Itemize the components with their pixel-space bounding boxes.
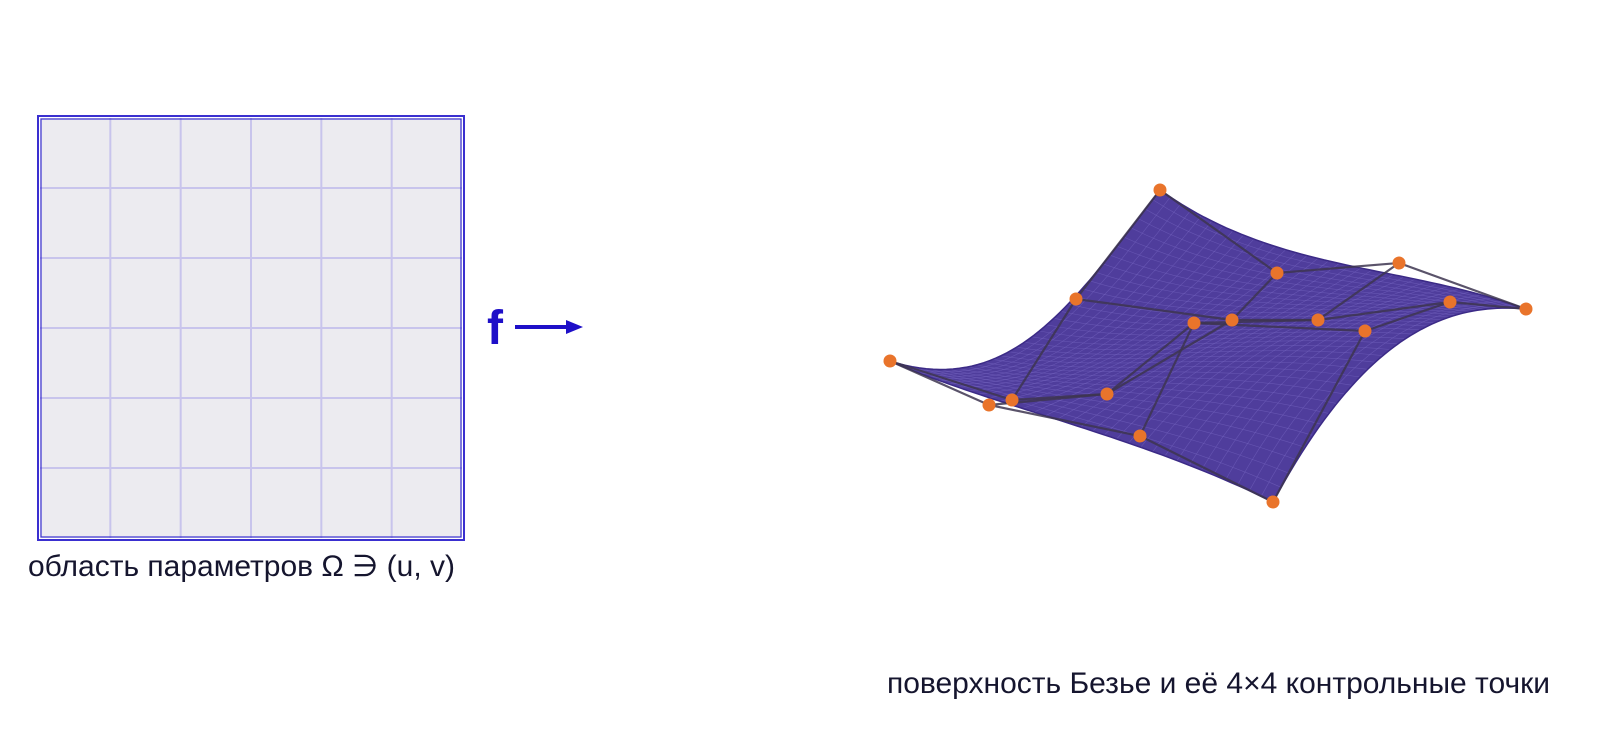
- surface-isoline: [1260, 304, 1515, 497]
- surface-isoline: [1075, 296, 1443, 320]
- control-point: [1358, 324, 1372, 338]
- surface-isoline: [1116, 272, 1383, 440]
- surface-isoline: [1201, 288, 1460, 471]
- surface-isoline: [1130, 227, 1499, 309]
- mapping-f: f: [487, 302, 583, 355]
- control-point: [1069, 292, 1083, 306]
- surface-isoline: [1138, 218, 1506, 309]
- surface-isoline: [1152, 278, 1416, 452]
- parameter-domain-caption: область параметров Ω ∋ (u, v): [28, 550, 455, 583]
- control-net-line: [988, 272, 1278, 407]
- surface-isoline: [1080, 265, 1351, 428]
- surface-isoline: [1145, 208, 1513, 309]
- control-point: [1005, 393, 1019, 407]
- surface-isoline: [1116, 245, 1485, 310]
- surface-isoline: [1102, 263, 1471, 312]
- parameter-domain: [37, 115, 465, 541]
- control-net-line: [889, 359, 1274, 503]
- surface-isoline: [1123, 236, 1492, 309]
- control-net-line: [1139, 262, 1400, 437]
- control-point: [883, 354, 897, 368]
- control-point: [1270, 266, 1284, 280]
- bezier-surface-caption: поверхность Безье и её 4×4 контрольные т…: [886, 667, 1550, 700]
- surface-isoline: [1082, 288, 1450, 318]
- parameter-domain-border: [37, 115, 465, 541]
- surface-isoline: [1249, 301, 1504, 491]
- bezier-surface-mesh: [898, 196, 1520, 497]
- control-points: [883, 183, 1533, 509]
- surface-isoline: [1188, 286, 1449, 466]
- bezier-surface-patch: [890, 190, 1526, 502]
- control-net-line: [1272, 300, 1527, 503]
- surface-isoline: [1164, 281, 1427, 457]
- control-point: [1311, 313, 1325, 327]
- surface-isoline: [1053, 318, 1421, 331]
- control-net-line: [1011, 321, 1366, 402]
- control-point: [1133, 429, 1147, 443]
- surface-isoline: [1140, 276, 1405, 448]
- bezier-surface: [883, 183, 1533, 509]
- control-point: [1519, 302, 1533, 316]
- control-point: [1443, 295, 1457, 309]
- control-point: [982, 398, 996, 412]
- control-point: [1153, 183, 1167, 197]
- surface-isoline: [1213, 291, 1471, 476]
- surface-isoline: [1046, 324, 1413, 336]
- control-net-line: [889, 189, 1161, 402]
- surface-isoline: [1176, 283, 1438, 461]
- surface-isoline: [1109, 254, 1478, 311]
- surface-isoline: [1092, 267, 1361, 432]
- control-point: [1225, 313, 1239, 327]
- parameter-domain-grid: [40, 118, 462, 538]
- control-net: [889, 189, 1527, 503]
- control-net-line: [1159, 189, 1527, 311]
- right-arrow-icon: [515, 320, 583, 334]
- control-point: [1187, 316, 1201, 330]
- mapping-label: f: [487, 302, 504, 355]
- control-point: [1100, 387, 1114, 401]
- parameter-domain-inner-border: [40, 118, 462, 538]
- control-point: [1266, 495, 1280, 509]
- surface-isoline: [1104, 270, 1372, 436]
- surface-isoline: [1068, 263, 1340, 424]
- control-point: [1392, 256, 1406, 270]
